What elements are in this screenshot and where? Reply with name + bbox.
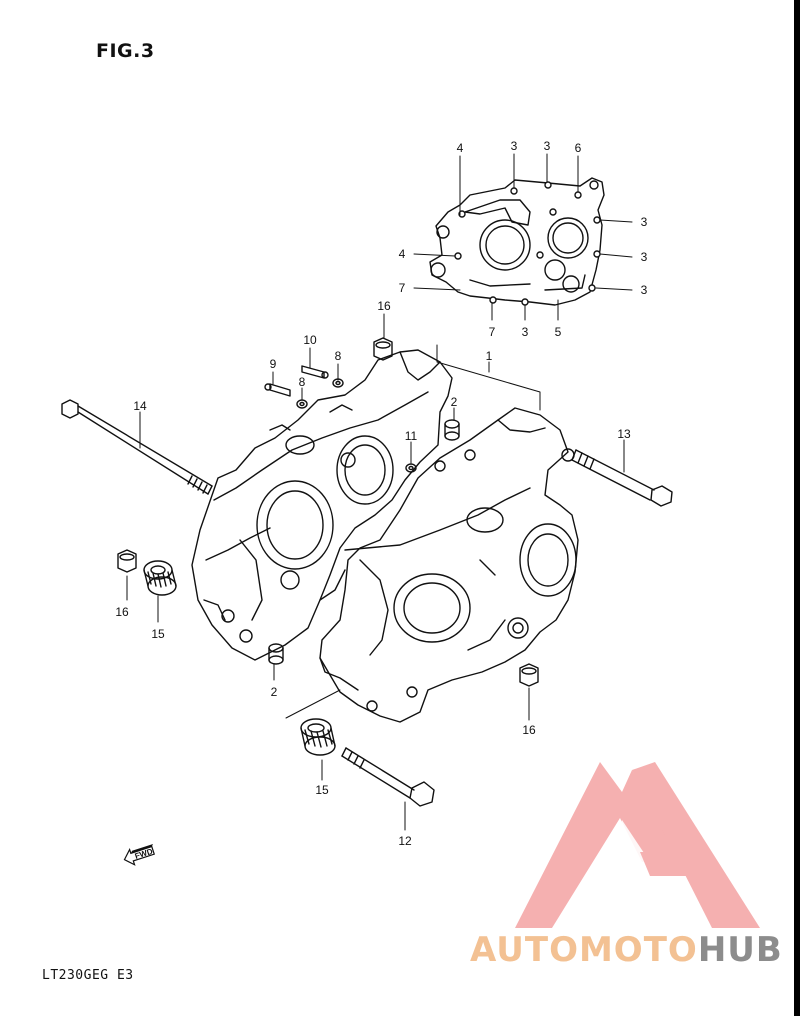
callout-4: 4	[457, 141, 464, 155]
callout-16: 16	[115, 605, 129, 619]
callout-12: 12	[398, 834, 412, 848]
crankcase-left-half	[191, 349, 453, 661]
callout-3: 3	[522, 325, 529, 339]
crankcase-right-half	[319, 407, 579, 723]
fwd-label: FWD	[134, 847, 154, 861]
model-code: LT230GEG E3	[42, 968, 134, 983]
watermark-text: AUTOMOTOHUB	[470, 930, 783, 970]
callout-7: 7	[399, 281, 406, 295]
bearing-15-lower	[300, 718, 336, 756]
callout-16: 16	[522, 723, 536, 737]
bolt-14	[61, 399, 213, 495]
fwd-arrow-icon: FWD	[123, 844, 155, 866]
crankcase-gasket	[429, 177, 605, 306]
callout-10: 10	[303, 333, 317, 347]
dowel-pin-2-top	[444, 419, 460, 441]
callout-14: 14	[133, 399, 147, 413]
callout-6: 6	[575, 141, 582, 155]
watermark-text-b: HUB	[697, 930, 783, 970]
bolt-13	[571, 449, 673, 507]
callout-13: 13	[617, 427, 631, 441]
callout-4: 4	[399, 247, 406, 261]
callout-2: 2	[451, 395, 458, 409]
watermark-text-a: AUTOMOTO	[470, 930, 698, 970]
figure-title: FIG.3	[96, 40, 155, 62]
automotohub-logo-icon	[515, 762, 760, 928]
callout-2: 2	[271, 685, 278, 699]
callout-labels: 1 2 2 3 3 3 3 3 3 4 4 5 6 7 7 8 8 9 10 1…	[115, 139, 647, 848]
bolt-12	[341, 747, 435, 807]
dowel-pin-2-bottom	[268, 643, 284, 665]
callout-15: 15	[315, 783, 329, 797]
nut-16-left	[117, 549, 137, 573]
nut-16-top	[373, 337, 393, 361]
callout-3: 3	[641, 250, 648, 264]
washer-8-lower	[296, 399, 308, 409]
nut-16-right	[519, 663, 539, 687]
callout-3: 3	[641, 283, 648, 297]
callout-3: 3	[544, 139, 551, 153]
plug-11	[405, 463, 417, 473]
bearing-15-left	[143, 560, 177, 596]
leader-lines	[126, 153, 633, 831]
callout-9: 9	[270, 357, 277, 371]
callout-16: 16	[377, 299, 391, 313]
fitting-10	[301, 365, 329, 379]
callout-11: 11	[405, 429, 418, 443]
callout-3: 3	[511, 139, 518, 153]
callout-15: 15	[151, 627, 165, 641]
callout-8: 8	[299, 375, 306, 389]
fitting-9	[264, 383, 291, 397]
right-border	[794, 0, 800, 1016]
callout-7: 7	[489, 325, 496, 339]
callout-1: 1	[486, 349, 493, 363]
callout-3: 3	[641, 215, 648, 229]
callout-5: 5	[555, 325, 562, 339]
callout-8: 8	[335, 349, 342, 363]
